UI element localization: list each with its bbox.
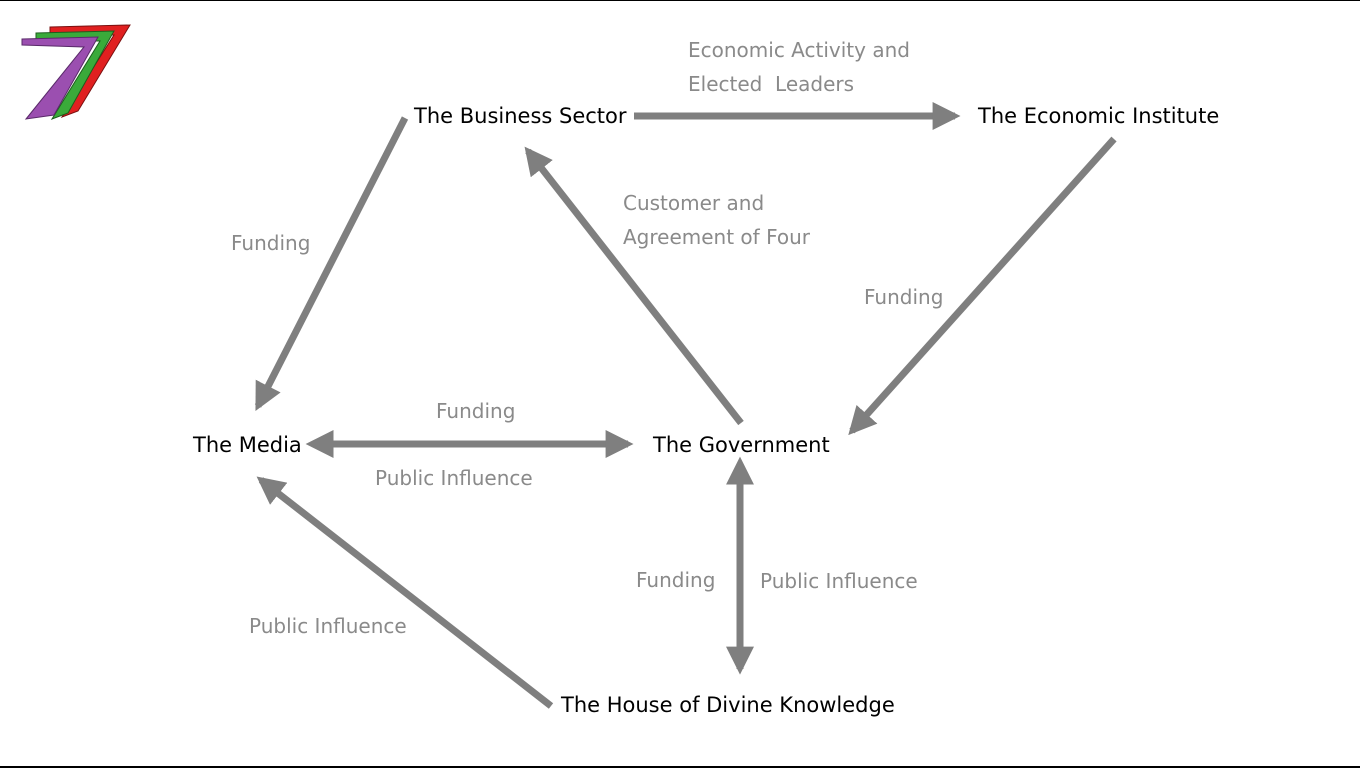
node-business-sector: The Business Sector: [414, 104, 627, 128]
node-economic-institute: The Economic Institute: [978, 104, 1220, 128]
label-economic-activity: Economic Activity and: [688, 38, 910, 62]
arrow-economic-to-government: [848, 136, 1117, 436]
label-funding-business-media: Funding: [231, 231, 311, 255]
node-government: The Government: [653, 433, 830, 457]
label-funding-government-house: Funding: [636, 568, 716, 592]
label-public-influence-government-house: Public Influence: [760, 569, 918, 593]
arrow-government-to-business: [524, 146, 744, 426]
label-elected-leaders: Elected Leaders: [688, 72, 855, 96]
label-public-influence-house-media: Public Influence: [249, 614, 407, 638]
arrow-house-to-media: [256, 476, 554, 709]
label-agreement-of-four: Agreement of Four: [623, 225, 810, 249]
node-media: The Media: [193, 433, 302, 457]
arrow-business-to-media: [254, 116, 409, 411]
node-house-divine-knowledge: The House of Divine Knowledge: [561, 693, 895, 717]
label-public-influence-media-government: Public Influence: [375, 466, 533, 490]
label-funding-economic-government: Funding: [864, 285, 944, 309]
logo-purple-stripe: [21, 36, 99, 120]
logo-seven-icon: [21, 24, 131, 120]
label-customer-and: Customer and: [623, 191, 765, 215]
label-funding-media-government: Funding: [436, 399, 516, 423]
